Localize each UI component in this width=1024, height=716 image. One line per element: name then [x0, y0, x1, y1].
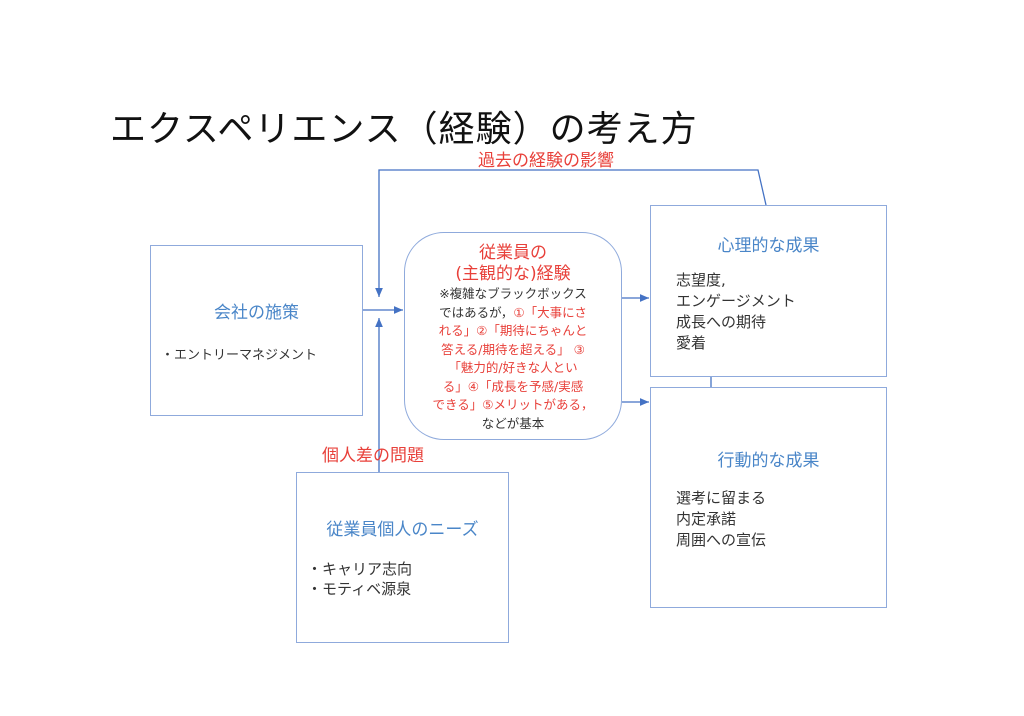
- behavior-box: 行動的な成果 選考に留まる 内定承諾 周囲への宣伝: [650, 387, 887, 608]
- experience-note-red: れる」②「期待にちゃんと: [438, 323, 588, 338]
- psych-item: 志望度,: [676, 271, 726, 289]
- psych-item: 愛着: [676, 334, 707, 352]
- behavior-box-title: 行動的な成果: [717, 451, 820, 471]
- company-box: 会社の施策 ・エントリーマネジメント: [150, 245, 363, 416]
- psych-box: 心理的な成果 志望度, エンゲージメント 成長への期待 愛着: [650, 205, 887, 377]
- psych-item: 成長への期待: [676, 313, 767, 331]
- experience-box: 従業員の (主観的な)経験 ※複雑なブラックボックス ではあるが，①「大事にさ …: [404, 232, 622, 440]
- behavior-item: 選考に留まる: [676, 489, 767, 507]
- behavior-item: 周囲への宣伝: [676, 531, 767, 549]
- experience-note-red: 「魅力的/好きな人とい: [448, 360, 578, 375]
- company-box-item: ・エントリーマネジメント: [161, 348, 318, 363]
- feedback-label: 過去の経験の影響: [478, 151, 614, 171]
- feedback-arrow: [375, 169, 767, 297]
- company-box-title: 会社の施策: [214, 303, 299, 323]
- experience-note-block: ※複雑なブラックボックス ではあるが，①「大事にさ れる」②「期待にちゃんと 答…: [405, 285, 621, 433]
- experience-note: などが基本: [481, 415, 545, 431]
- individual-label: 個人差の問題: [322, 446, 424, 466]
- psych-box-title: 心理的な成果: [717, 236, 820, 256]
- experience-title: 従業員の (主観的な)経験: [405, 243, 621, 285]
- experience-title-2: (主観的な)経験: [455, 264, 571, 284]
- experience-note: ※複雑なブラックボックス: [439, 286, 587, 301]
- experience-note-line: ではあるが，①「大事にさ: [405, 304, 621, 323]
- experience-note-red: できる」⑤メリットがある，: [432, 397, 594, 412]
- needs-item: ・モティベ源泉: [307, 580, 412, 598]
- psych-item: エンゲージメント: [676, 292, 796, 310]
- behavior-item: 内定承諾: [676, 510, 737, 528]
- experience-note: ではあるが，: [439, 304, 514, 320]
- experience-note-red: る」④「成長を予感/実感: [442, 378, 584, 394]
- needs-item-list: ・キャリア志向 ・モティベ源泉: [307, 559, 412, 599]
- behavior-item-list: 選考に留まる 内定承諾 周囲への宣伝: [676, 488, 766, 551]
- psych-item-list: 志望度, エンゲージメント 成長への期待 愛着: [676, 270, 796, 354]
- needs-box-title: 従業員個人のニーズ: [326, 520, 479, 540]
- needs-item: ・キャリア志向: [307, 560, 413, 578]
- page-title: エクスペリエンス（経験）の考え方: [110, 109, 698, 150]
- experience-title-1: 従業員の: [479, 243, 547, 263]
- needs-box: 従業員個人のニーズ ・キャリア志向 ・モティベ源泉: [296, 472, 509, 643]
- experience-note-red: ①「大事にさ: [513, 304, 587, 320]
- experience-note-red: 答える/期待を超える」 ③: [441, 341, 585, 357]
